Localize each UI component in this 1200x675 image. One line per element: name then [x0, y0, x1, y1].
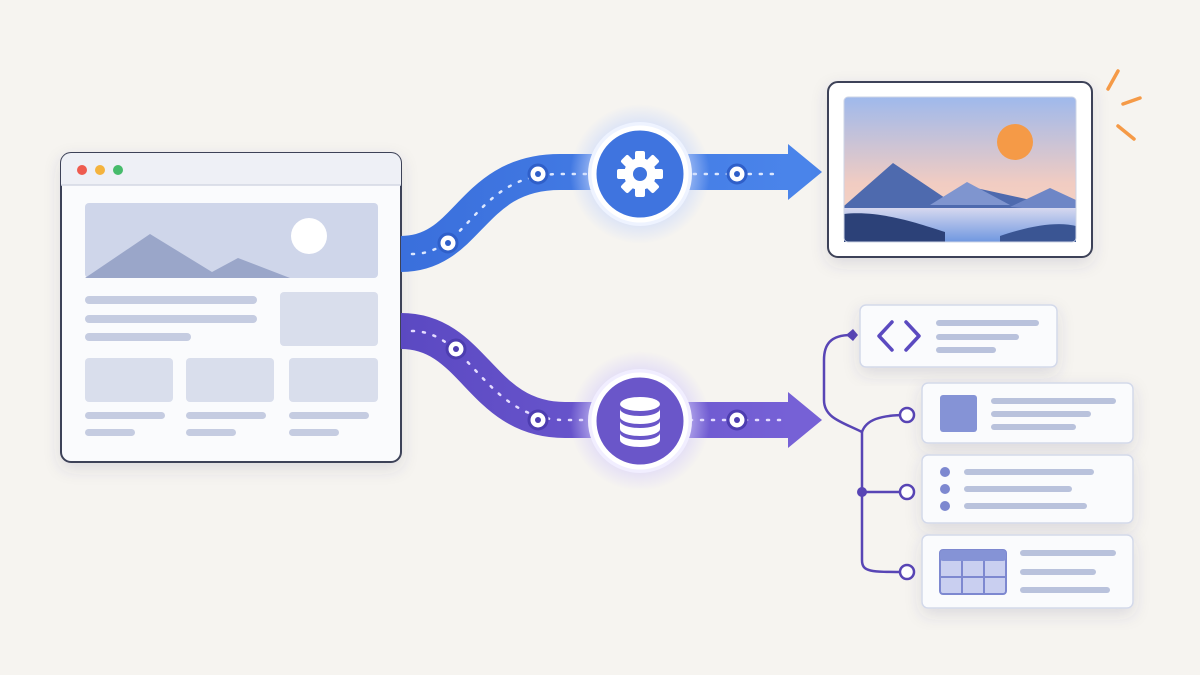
- code-brackets-icon: [877, 320, 921, 352]
- code-card-lines: [936, 320, 1039, 353]
- table-item-lines: [1020, 550, 1116, 593]
- image-square-icon: [940, 395, 977, 432]
- window-close-dot: [77, 165, 87, 175]
- tree-junction-dots: [846, 329, 916, 581]
- thumbnail-row: [85, 358, 378, 436]
- gear-icon: [617, 151, 663, 197]
- purple-flow-nodes: [445, 338, 748, 431]
- bullet-list-icon: [940, 467, 950, 511]
- window-minimize-dot: [95, 165, 105, 175]
- landscape-image-icon: [843, 96, 1077, 243]
- list-item-lines: [964, 469, 1094, 509]
- tree-connectors: [822, 333, 907, 574]
- table-grid-icon: [939, 549, 1007, 595]
- database-icon: [620, 397, 660, 447]
- text-skeleton-lines: [85, 296, 257, 341]
- blue-flow-nodes: [437, 163, 748, 254]
- side-block-placeholder: [280, 292, 378, 346]
- sparkle-icon: [1106, 69, 1142, 141]
- image-item-lines: [991, 398, 1116, 430]
- hero-image-placeholder: [85, 203, 378, 278]
- sun-icon: [997, 124, 1033, 160]
- window-maximize-dot: [113, 165, 123, 175]
